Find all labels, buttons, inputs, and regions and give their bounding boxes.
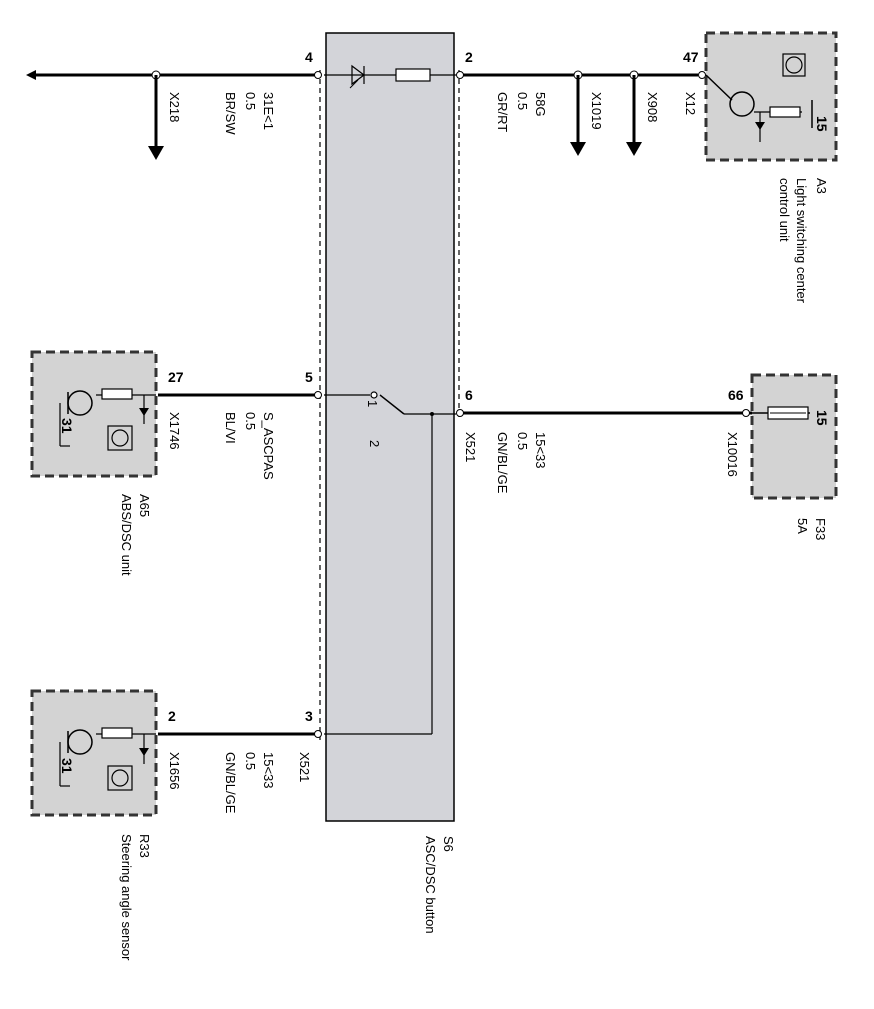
r33-module-box	[30, 689, 158, 817]
a65-ground-31-label: 31	[59, 418, 75, 434]
gauge-label-bottom: 0.5	[243, 752, 258, 770]
x218-break-icon	[148, 70, 164, 160]
switch-pos-2-label: 2	[367, 440, 382, 447]
s6-id-label: S6	[441, 836, 456, 852]
s6-switch-icon	[324, 391, 456, 734]
pin-connectors-top	[314, 71, 706, 79]
bl-vi-color-label: BL/VI	[223, 412, 238, 444]
f33-module-box	[750, 373, 838, 500]
a3-transistor-icon	[705, 74, 813, 142]
a3-id-label: A3	[814, 178, 829, 194]
s-ascpas-signal-label: S_ASCPAS	[261, 412, 276, 480]
br-sw-color-label: BR/SW	[223, 92, 238, 135]
x10016-label: X10016	[725, 432, 740, 477]
pin-connectors-bottom	[314, 730, 322, 738]
x908-label: X908	[645, 92, 660, 122]
a65-ground-symbol-icon	[107, 425, 133, 451]
x1746-label: X1746	[167, 412, 182, 450]
r33-id-label: R33	[137, 834, 152, 858]
pin-3-label: 3	[305, 708, 313, 724]
s6-name-label: ASC/DSC button	[423, 836, 438, 934]
f33-fuse-icon	[752, 406, 810, 420]
wire-code-58g-label: 58G	[533, 92, 548, 117]
pin-47-label: 47	[683, 49, 699, 65]
x1019-break-icon	[570, 70, 586, 156]
gauge-label-middle-left: 0.5	[243, 412, 258, 430]
x218-label: X218	[167, 92, 182, 122]
pin-6-label: 6	[465, 387, 473, 403]
x1019-label: X1019	[589, 92, 604, 130]
gr-rt-color-label: GR/RT	[495, 92, 510, 132]
wire-code-15-33-label-bottom: 15<33	[261, 752, 276, 789]
x12-label: X12	[683, 92, 698, 115]
x1656-label: X1656	[167, 752, 182, 790]
a65-name-label: ABS/DSC unit	[119, 494, 134, 576]
a3-module-box	[704, 31, 838, 162]
gauge-label-top-right: 0.5	[515, 92, 530, 110]
s6-module-box	[325, 32, 455, 822]
r33-ground-symbol-icon	[107, 765, 133, 791]
a65-id-label: A65	[137, 494, 152, 517]
pin-4-label: 4	[305, 49, 313, 65]
a3-ground-symbol-icon	[782, 53, 806, 77]
gauge-label-top-left: 0.5	[243, 92, 258, 110]
r33-transistor-icon	[59, 727, 156, 787]
wire-code-15-33-label-middle: 15<33	[533, 432, 548, 469]
gn-bl-ge-color-label-bottom: GN/BL/GE	[223, 752, 238, 814]
f33-pin-15-label: 15	[814, 410, 830, 426]
s6-led-icon	[349, 64, 365, 89]
a65-module-box	[30, 350, 158, 478]
x908-break-icon	[626, 70, 642, 156]
a3-pin-15-label: 15	[814, 116, 830, 132]
pin-66-label: 66	[728, 387, 744, 403]
x521-label-bottom: X521	[297, 752, 312, 782]
r33-name-label: Steering angle sensor	[119, 834, 134, 961]
pin-connectors-middle	[314, 391, 750, 417]
r33-ground-31-label: 31	[59, 758, 75, 774]
switch-pos-1-label: 1	[365, 400, 380, 407]
gn-bl-ge-color-label-middle: GN/BL/GE	[495, 432, 510, 494]
ground-arrow-icon	[26, 70, 36, 80]
wire-code-31e-label: 31E<1	[261, 92, 276, 130]
f33-id-label: F33	[813, 518, 828, 540]
x521-label-middle: X521	[463, 432, 478, 462]
pin-27-label: 27	[168, 369, 184, 385]
pin-2-bottom-label: 2	[168, 708, 176, 724]
f33-rating-label: 5A	[795, 518, 810, 534]
pin-2-label: 2	[465, 49, 473, 65]
a65-transistor-icon	[59, 388, 156, 447]
s6-led-resistor	[395, 68, 431, 82]
a3-name-line2: control unit	[777, 178, 792, 242]
a3-name-line1: Light switching center	[794, 178, 809, 304]
pin-5-label: 5	[305, 369, 313, 385]
gauge-label-middle-right: 0.5	[515, 432, 530, 450]
